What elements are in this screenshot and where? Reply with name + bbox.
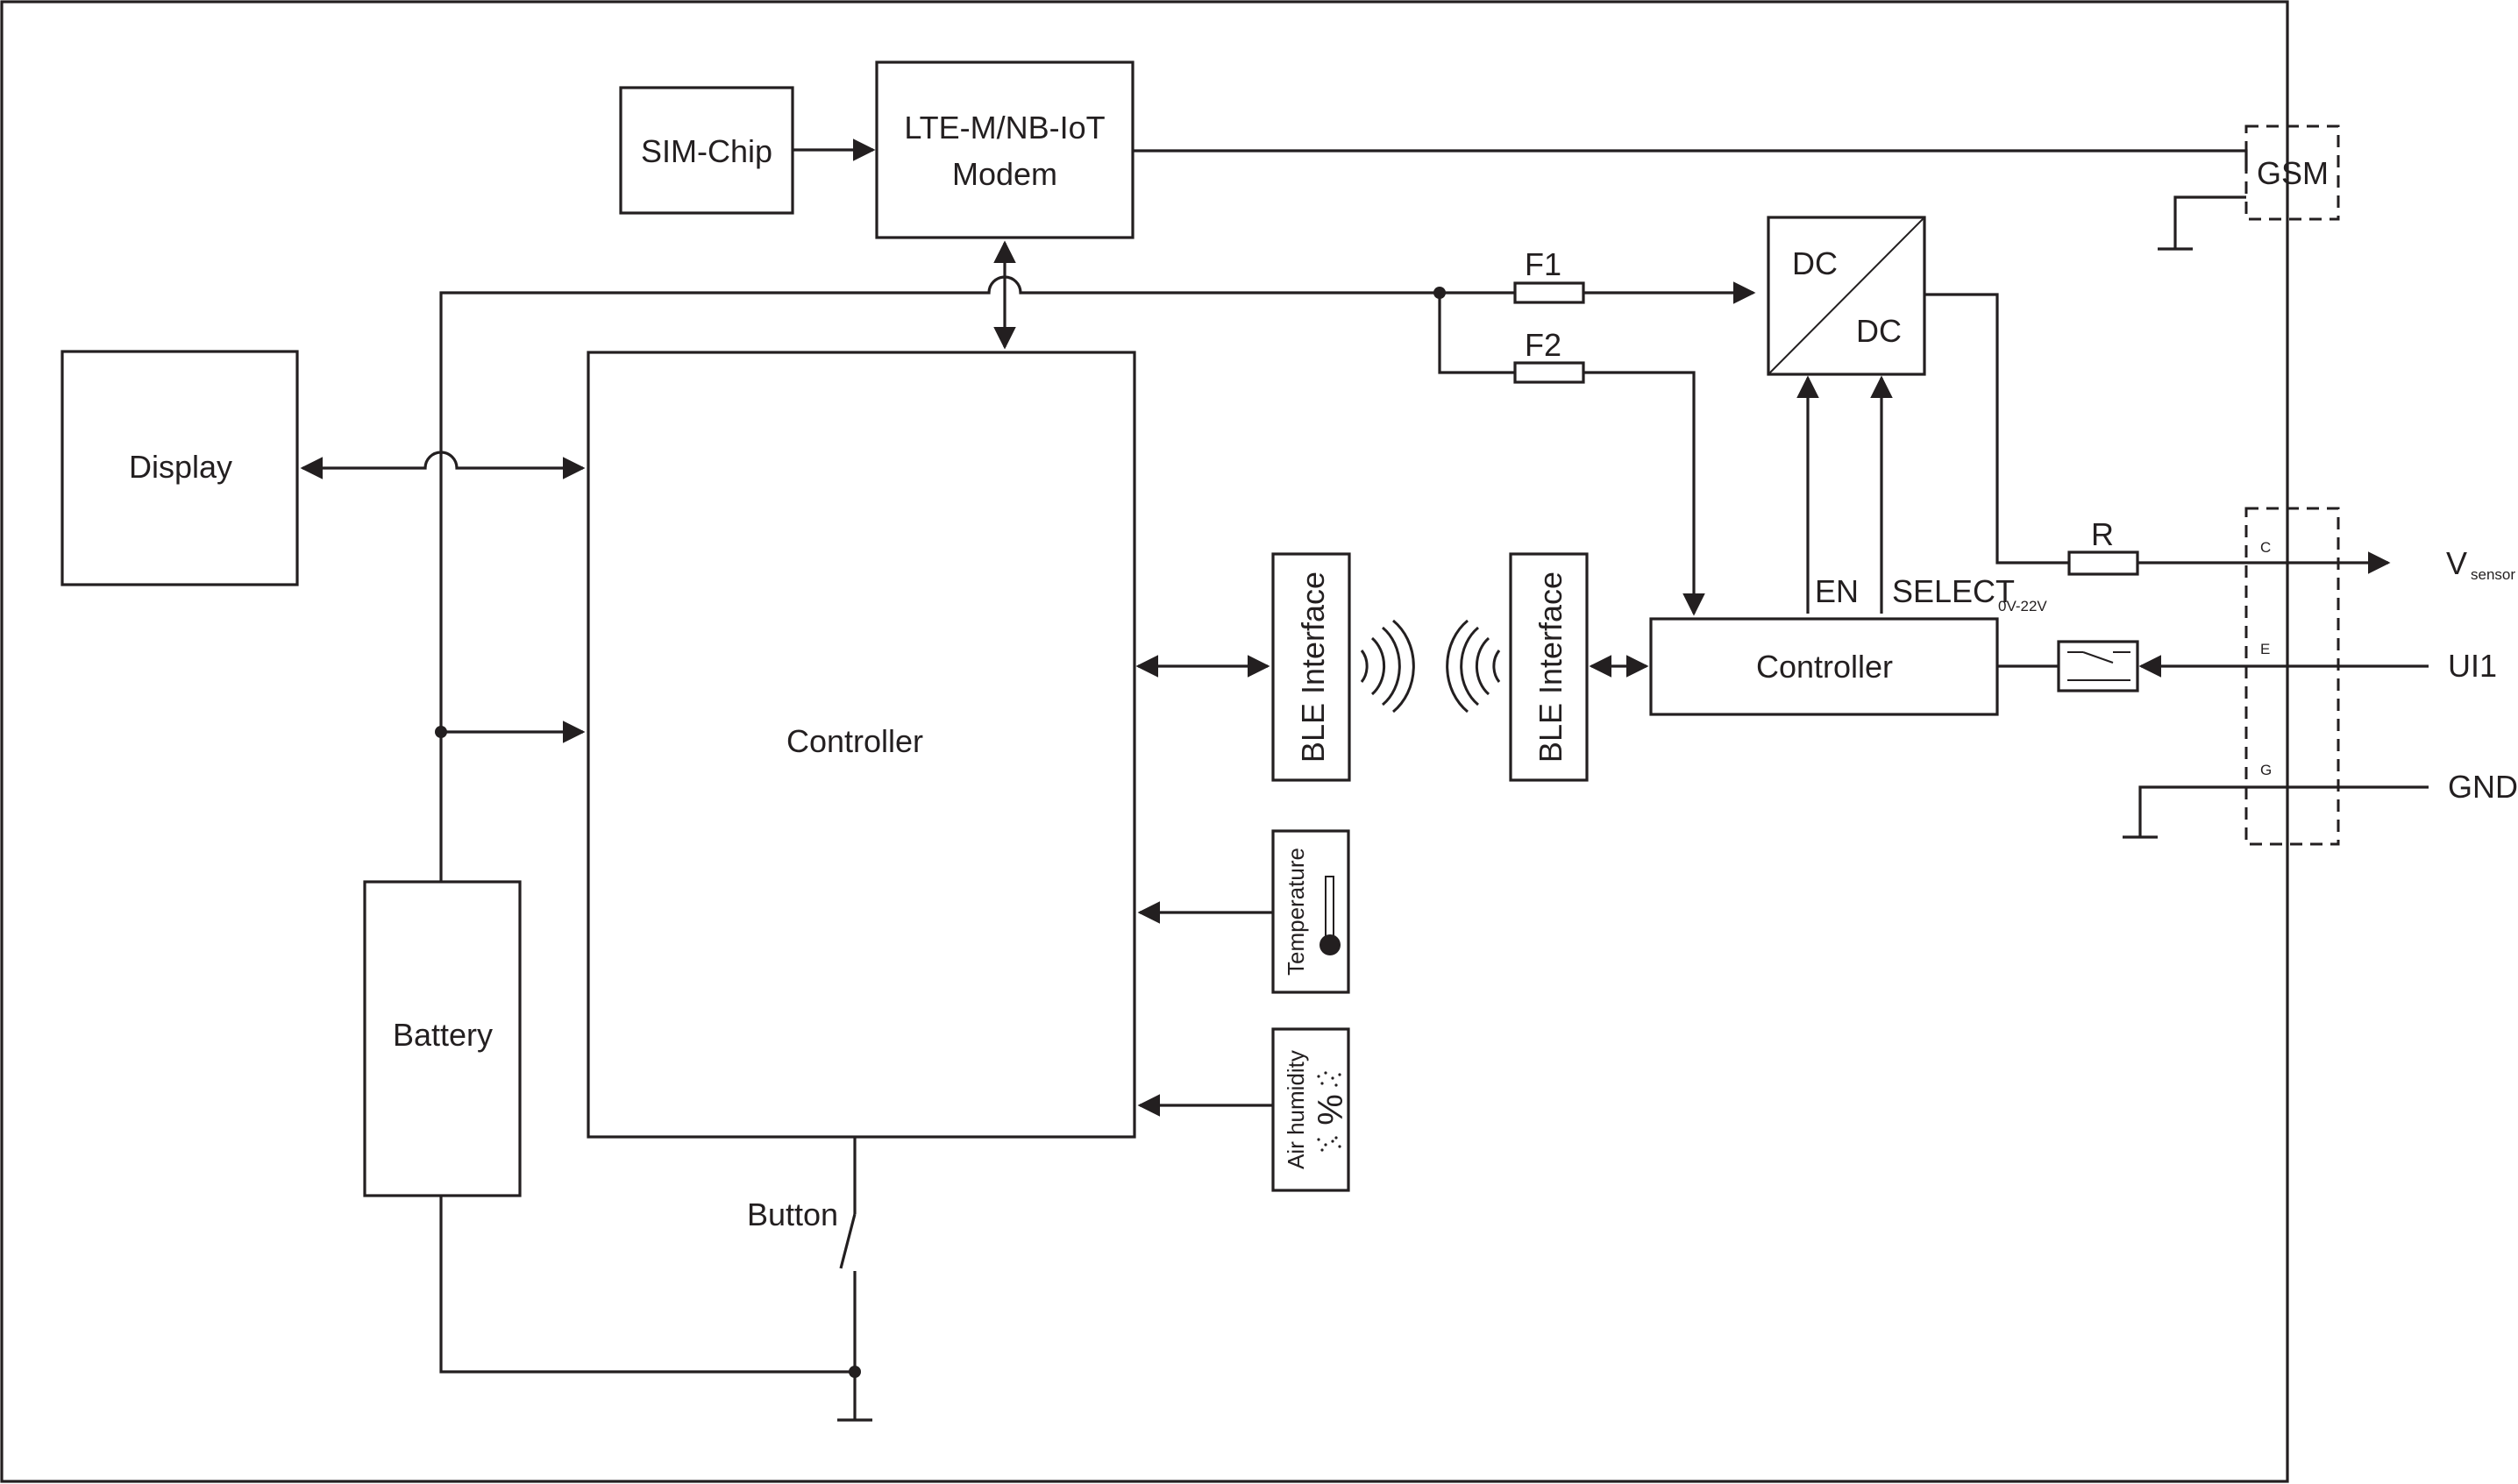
ble-interface-right-label: BLE Interface: [1533, 572, 1568, 763]
main-controller-block: Controller: [587, 351, 1136, 1139]
gnd-label: GND: [2448, 769, 2518, 805]
modem-label-line2: Modem: [952, 156, 1057, 192]
thermometer-icon: [1319, 876, 1341, 955]
enable-label: EN: [1815, 573, 1859, 609]
ui1-label: UI1: [2448, 648, 2497, 684]
radio-wave-icon-out: [1360, 619, 1415, 714]
dcdc-converter-block: DC DC: [1767, 216, 1926, 376]
sim-chip-label: SIM-Chip: [641, 133, 772, 169]
fuse-f2: [1513, 361, 1585, 384]
terminal-pin-c: C: [2260, 539, 2271, 556]
ble-interface-left: BLE Interface: [1271, 552, 1351, 782]
battery-block: Battery: [363, 880, 522, 1197]
gsm-ground-line: [2173, 195, 2246, 249]
terminal-pin-e: E: [2260, 641, 2270, 657]
gnd-line: [2138, 785, 2429, 837]
display-controller-bus: [300, 451, 586, 479]
vsensor-subscript: sensor: [2471, 566, 2515, 583]
input-switch-symbol: [2057, 640, 2139, 692]
power-rail: [439, 275, 1756, 885]
button-label: Button: [747, 1196, 838, 1232]
select-range-label: 0V-22V: [1998, 598, 2047, 614]
battery-label: Battery: [393, 1017, 493, 1053]
temperature-label: Temperature: [1283, 848, 1309, 976]
fuse-f1-label: F1: [1525, 246, 1561, 282]
main-controller-label: Controller: [786, 723, 923, 759]
fuse-f1: [1513, 281, 1585, 304]
sub-controller-block: Controller: [1649, 617, 1999, 716]
humidity-percent-symbol: %: [1312, 1094, 1350, 1125]
ble-interface-right: BLE Interface: [1509, 552, 1589, 782]
modem-label-line1: LTE-M/NB-IoT: [904, 110, 1105, 146]
dc-input-label: DC: [1792, 245, 1838, 281]
device-enclosure: [0, 0, 2289, 1483]
humidity-percent-icon: %: [1312, 1071, 1350, 1152]
display-label: Display: [129, 449, 232, 485]
battery-ground-line: [439, 1196, 855, 1374]
sim-chip-block: SIM-Chip: [619, 86, 794, 215]
resistor-label: R: [2091, 516, 2114, 552]
ground-junction-dot: [849, 1366, 861, 1378]
air-humidity-label: Air humidity: [1283, 1050, 1309, 1169]
button-switch-contact: [839, 1213, 857, 1269]
dc-output-label: DC: [1856, 313, 1902, 349]
terminal-pin-g: G: [2260, 762, 2272, 778]
sub-controller-label: Controller: [1756, 649, 1893, 685]
resistor-r: [2067, 550, 2139, 576]
temperature-sensor-block: Temperature: [1271, 829, 1350, 994]
fuse-f2-label: F2: [1525, 327, 1561, 363]
dcdc-output-line: [1924, 293, 2391, 574]
gsm-label: GSM: [2257, 155, 2329, 191]
vsensor-label: V: [2446, 545, 2467, 581]
humidity-sensor-block: Air humidity %: [1271, 1027, 1350, 1192]
select-label: SELECT: [1892, 573, 2015, 609]
gsm-antenna-box: [2244, 124, 2340, 221]
ble-interface-left-label: BLE Interface: [1295, 572, 1331, 763]
radio-wave-icon-in: [1446, 619, 1501, 714]
modem-block: LTE-M/NB-IoT Modem: [875, 60, 1135, 239]
terminal-block: [2244, 507, 2340, 846]
display-block: Display: [60, 350, 299, 586]
